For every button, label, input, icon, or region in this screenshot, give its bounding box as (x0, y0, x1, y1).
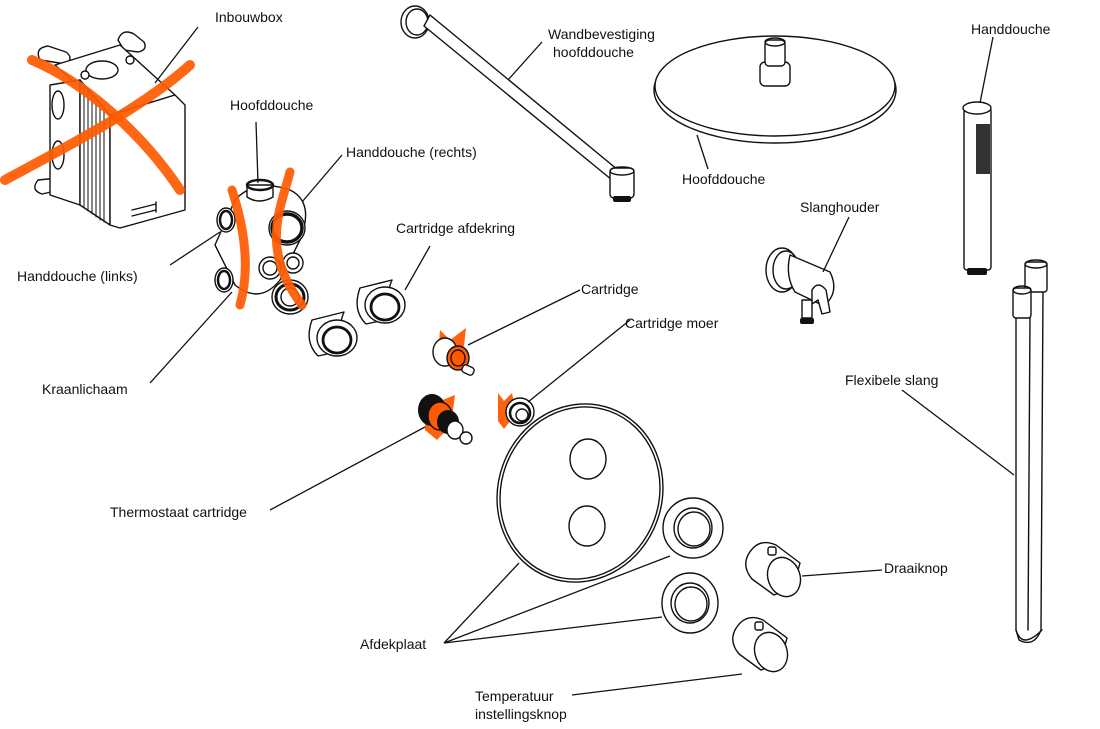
label-draaiknop: Draaiknop (884, 560, 948, 576)
cartridge-part (432, 328, 475, 376)
label-cartridge: Cartridge (581, 281, 639, 297)
label-temperatuur-line2: instellingsknop (475, 706, 567, 722)
slanghouder-part (765, 247, 835, 324)
label-inbouwbox: Inbouwbox (215, 9, 283, 25)
label-temperatuur-line1: Temperatuur (475, 688, 554, 704)
label-handdouche: Handdouche (971, 21, 1051, 37)
label-cartridge-afdekring: Cartridge afdekring (396, 220, 516, 236)
temperatuur-knop-part (732, 616, 789, 673)
label-thermostaat-cartridge: Thermostaat cartridge (110, 504, 247, 520)
thermostaat-cartridge-part (418, 394, 473, 445)
label-hoofddouche-connection: Hoofddouche (230, 97, 314, 113)
cartridge-afdekring-parts (308, 279, 406, 357)
label-wandbevestiging-line2: hoofddouche (553, 44, 634, 60)
label-afdekplaat: Afdekplaat (360, 636, 427, 652)
label-handdouche-links: Handdouche (links) (17, 268, 138, 284)
hoofddouche-part (653, 35, 897, 144)
draaiknop-part (745, 541, 802, 598)
afdekplaat-part (496, 403, 724, 634)
leader-lines (149, 26, 1015, 696)
label-wandbevestiging-line1: Wandbevestiging (548, 26, 655, 42)
label-slanghouder: Slanghouder (800, 199, 880, 215)
cartridge-moer-part (498, 393, 535, 429)
label-handdouche-rechts: Handdouche (rechts) (346, 144, 477, 160)
label-flexibele-slang: Flexibele slang (845, 372, 939, 388)
inbouwbox-part (0, 31, 195, 229)
wandbevestiging-part (400, 5, 635, 202)
kraanlichaam-part (214, 167, 309, 315)
label-cartridge-moer: Cartridge moer (625, 315, 719, 331)
handdouche-part (962, 101, 992, 275)
label-kraanlichaam: Kraanlichaam (42, 381, 128, 397)
flexibele-slang-part (1012, 259, 1048, 644)
label-hoofddouche: Hoofddouche (682, 171, 766, 187)
